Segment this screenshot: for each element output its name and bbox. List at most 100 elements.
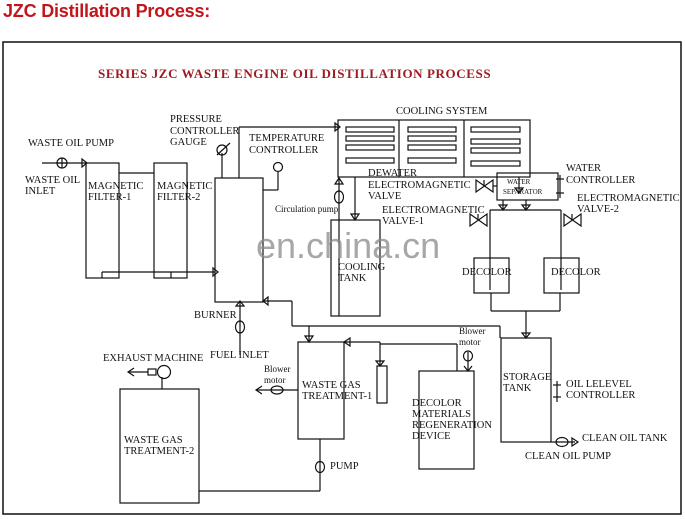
label-blower-motor-left-2: motor xyxy=(264,375,286,385)
label-exhaust-machine: EXHAUST MACHINE xyxy=(103,353,203,364)
diagram-line xyxy=(2,41,682,515)
exhaust-machine-icon xyxy=(156,364,172,380)
label-pressure-2: CONTROLLER xyxy=(170,126,239,137)
label-temperature: TEMPERATURE xyxy=(249,133,324,144)
page-heading: JZC Distillation Process: xyxy=(3,1,211,21)
label-storage: STORAGE xyxy=(503,372,551,383)
arrow-icon xyxy=(349,213,361,222)
label-regen-2: MATERIALS xyxy=(412,409,471,420)
blower-motor-right-icon xyxy=(462,350,474,362)
waste-gas-treatment-2 xyxy=(119,388,200,504)
diagram-line xyxy=(470,160,521,167)
label-storage-2: TANK xyxy=(503,383,532,394)
arrow-icon xyxy=(497,204,509,211)
cooling-system xyxy=(337,119,531,178)
label-cooling-system: COOLING SYSTEM xyxy=(396,106,488,117)
diagram-line xyxy=(345,144,395,151)
label-cooling-tank: COOLING xyxy=(338,262,386,273)
label-wgt2: WASTE GAS xyxy=(124,435,183,446)
clean-oil-pump-icon xyxy=(555,436,569,448)
label-wgt2-2: TREATMENT-2 xyxy=(124,446,194,457)
arrow-icon xyxy=(342,336,351,348)
arrow-icon xyxy=(513,187,525,194)
label-fuel-inlet: FUEL INLET xyxy=(210,350,269,361)
arrow-icon xyxy=(520,204,532,211)
decolor-tower-2 xyxy=(543,257,580,294)
diagram-line xyxy=(407,144,457,151)
label-water-separator-2: SEPARATOR xyxy=(503,188,543,196)
electromagnetic-valve-1-icon xyxy=(469,212,488,228)
label-ev2: ELECTROMAGNETIC xyxy=(577,193,680,204)
arrow-icon xyxy=(254,385,263,395)
label-temperature-2: CONTROLLER xyxy=(249,145,318,156)
label-pressure: PRESSURE xyxy=(170,114,222,125)
label-water-controller-2: CONTROLLER xyxy=(566,175,635,186)
decolor-regeneration-device xyxy=(418,370,475,470)
diagram-line xyxy=(469,212,488,228)
temperature-controller-icon xyxy=(272,161,284,173)
waste-oil-pump-icon xyxy=(56,157,68,169)
label-pressure-3: GAUGE xyxy=(170,137,207,148)
arrow-icon xyxy=(262,295,269,307)
arrow-icon xyxy=(234,300,246,307)
label-clean-oil-pump: CLEAN OIL PUMP xyxy=(525,451,611,462)
diagram-line xyxy=(475,178,494,194)
arrow-icon xyxy=(303,335,315,344)
label-ev1-2: VALVE-1 xyxy=(382,216,424,227)
label-regen-4: DEVICE xyxy=(412,431,451,442)
blower-motor-left-icon xyxy=(270,385,284,395)
label-dewater-3: VALVE xyxy=(368,191,401,202)
diagram-line xyxy=(563,212,582,228)
arrow-icon xyxy=(126,367,135,377)
oil-level-controller-icon xyxy=(553,381,561,402)
label-oil-level: OIL LELEVEL xyxy=(566,379,632,390)
diagram-line xyxy=(470,138,521,145)
cooling-coils xyxy=(345,126,521,167)
electromagnetic-valve-2-icon xyxy=(563,212,582,228)
storage-tank xyxy=(500,337,552,443)
diagram-line xyxy=(470,147,521,154)
label-wgt1: WASTE GAS xyxy=(302,380,361,391)
diagram-line xyxy=(147,368,157,376)
watermark: en.china.cn xyxy=(256,225,440,266)
label-ev1: ELECTROMAGNETIC xyxy=(382,205,485,216)
pressure-gauge-icon xyxy=(216,142,231,156)
label-water-controller: WATER xyxy=(566,163,601,174)
label-magnetic-filter-2b: FILTER-2 xyxy=(157,192,200,203)
arrow-icon xyxy=(81,157,88,169)
diagram-title: SERIES JZC WASTE ENGINE OIL DISTILLATION… xyxy=(98,66,491,81)
diagram-line xyxy=(470,126,521,133)
diagram-line xyxy=(345,157,395,164)
label-oil-level-2: CONTROLLER xyxy=(566,390,635,401)
diagram-line xyxy=(345,135,395,142)
diagram-line xyxy=(407,157,457,164)
arrow-icon xyxy=(333,176,345,185)
diagram-line xyxy=(216,142,231,156)
label-regen-3: REGENERATION xyxy=(412,420,492,431)
label-water-separator: WATER xyxy=(507,178,531,186)
arrow-icon xyxy=(374,360,386,367)
arrow-icon xyxy=(571,436,580,448)
label-dewater: DEWATER xyxy=(368,168,417,179)
label-magnetic-filter-1: MAGNETIC xyxy=(88,181,143,192)
water-controller-icon xyxy=(556,175,564,198)
diagram-line xyxy=(216,144,228,156)
label-magnetic-filter-1b: FILTER-1 xyxy=(88,192,131,203)
diagram-line xyxy=(345,126,395,133)
dewater-valve-icon xyxy=(475,178,494,194)
label-burner: BURNER xyxy=(194,310,237,321)
pump-icon xyxy=(314,460,326,474)
diagram-frame xyxy=(2,41,682,515)
label-waste-oil-inlet: WASTE OIL xyxy=(25,175,80,186)
label-waste-oil-inlet-2: INLET xyxy=(25,186,56,197)
arrow-icon xyxy=(520,332,532,339)
diagram-line xyxy=(407,135,457,142)
label-circulation-pump: Circulation pump xyxy=(275,204,339,214)
label-blower-motor-right: Blower xyxy=(459,326,486,336)
label-cooling-tank-2: TANK xyxy=(338,273,367,284)
label-blower-motor-right-2: motor xyxy=(459,337,481,347)
condenser-column xyxy=(376,365,388,404)
label-blower-motor-left: Blower xyxy=(264,364,291,374)
label-magnetic-filter-2: MAGNETIC xyxy=(157,181,212,192)
